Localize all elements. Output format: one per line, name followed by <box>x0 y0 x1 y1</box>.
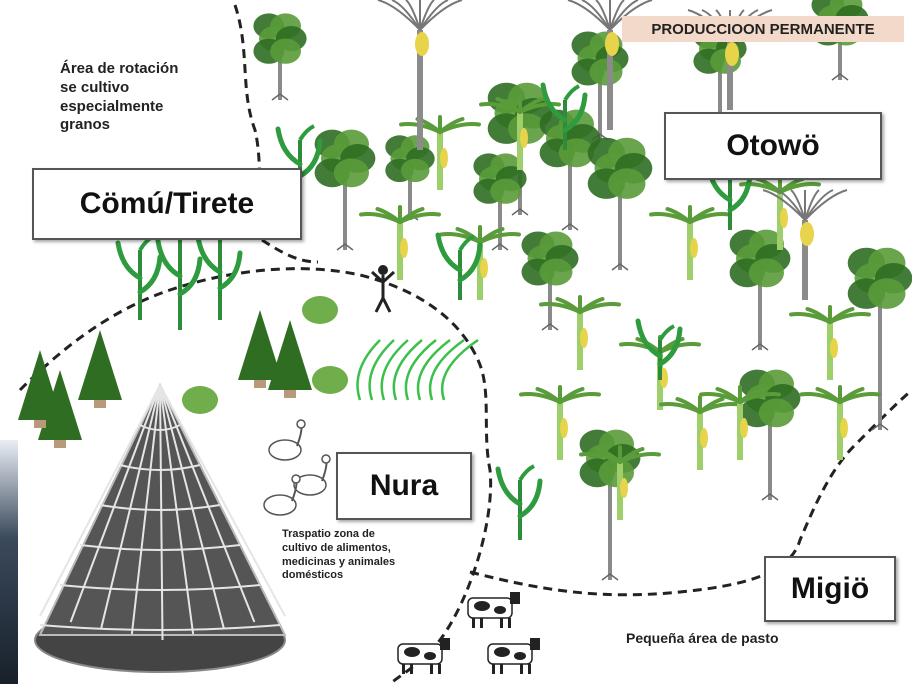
zone-title: Cömú/Tirete <box>80 187 254 221</box>
shrub-icon <box>302 296 338 324</box>
traspatio-note-line: cultivo de alimentos, <box>282 542 395 556</box>
rotation-note-line: especialmente <box>60 98 178 117</box>
cow-icon <box>468 592 520 628</box>
rotation-note-line: granos <box>60 116 178 135</box>
zone-title: Migiö <box>791 572 869 606</box>
tree-icon <box>315 130 376 250</box>
tree-icon <box>522 232 579 331</box>
tree-icon <box>253 13 306 100</box>
pasture-note: Pequeña área de pasto <box>626 630 779 648</box>
rotation-note-line: Área de rotación <box>60 60 178 79</box>
plantain-icon <box>651 207 729 280</box>
boundary-line <box>262 240 318 262</box>
zone-label-otowo: Otowö <box>664 112 882 180</box>
zone-title: Nura <box>370 469 438 503</box>
corn-plant-icon <box>158 226 200 330</box>
plantain-icon <box>541 297 619 370</box>
tree-icon <box>740 370 801 500</box>
zone-label-migio: Migiö <box>764 556 896 622</box>
pasture-note-text: Pequeña área de pasto <box>626 630 779 646</box>
traspatio-note-line: domésticos <box>282 569 395 583</box>
backyard-plants <box>18 296 478 448</box>
zone-title: Otowö <box>726 129 819 163</box>
cow-icon <box>398 638 450 674</box>
person-icon <box>372 265 394 312</box>
zone-label-comu-tirete: Cömú/Tirete <box>32 168 302 240</box>
goose-icon <box>269 420 305 460</box>
shrub-icon <box>312 366 348 394</box>
goose-icon <box>294 455 330 495</box>
traspatio-note-line: Traspatio zona de <box>282 528 395 542</box>
side-photo-strip <box>0 440 18 684</box>
corn-plant-icon <box>638 321 680 380</box>
plantain-icon <box>801 387 879 460</box>
tree-icon <box>848 248 912 430</box>
cow-icon <box>488 638 540 674</box>
corn-plant-icon <box>438 235 480 300</box>
goose-icon <box>264 475 300 515</box>
corn-plant-icon <box>118 236 160 320</box>
traspatio-note: Traspatio zona de cultivo de alimentos, … <box>282 528 395 583</box>
rotation-note-line: se cultivo <box>60 79 178 98</box>
shrub-icon <box>182 386 218 414</box>
corn-plant-icon <box>498 466 540 540</box>
grass-icon <box>358 340 479 400</box>
plantain-icon <box>661 397 739 470</box>
corn-plant-icon <box>198 226 240 320</box>
permanent-production-banner: PRODUCCIOON PERMANENTE <box>622 16 904 42</box>
tree-icon <box>588 138 653 270</box>
traspatio-note-line: medicinas y animales <box>282 556 395 570</box>
plantain-icon <box>791 307 869 380</box>
zone-label-nura: Nura <box>336 452 472 520</box>
tree-icon <box>385 135 434 220</box>
rotation-note: Área de rotación se cultivo especialment… <box>60 60 178 135</box>
banner-label: PRODUCCIOON PERMANENTE <box>651 21 874 38</box>
tree-icon <box>78 330 122 408</box>
plantain-icon <box>361 207 439 280</box>
